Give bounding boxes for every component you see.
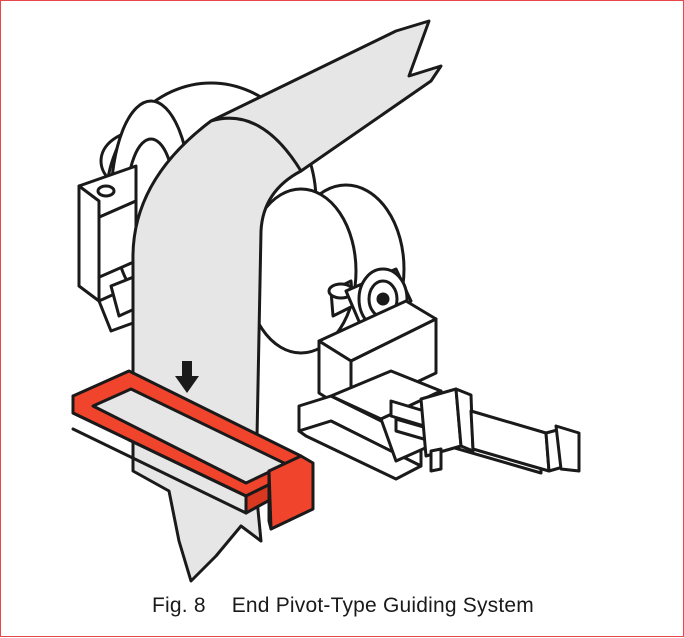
arrow-down-icon: [175, 361, 199, 393]
guide-frame: [71, 369, 315, 531]
front-roller: [244, 183, 406, 355]
figure-caption: Fig. 8 End Pivot-Type Guiding System: [1, 589, 684, 623]
figure-number: Fig. 8: [151, 594, 206, 617]
base-frame: [297, 369, 443, 481]
actuator-assembly: [389, 387, 581, 475]
figure-title: End Pivot-Type Guiding System: [231, 594, 534, 617]
